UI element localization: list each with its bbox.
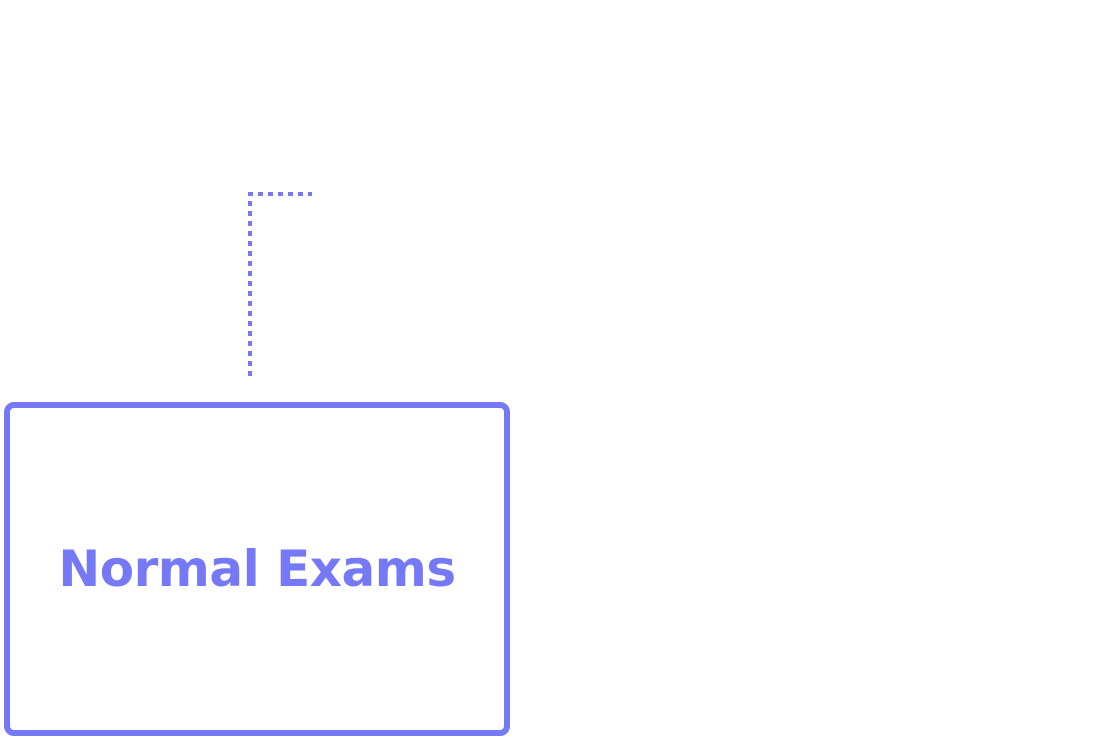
connector-line	[248, 192, 312, 376]
normal-exams-node: Normal Exams	[4, 402, 510, 736]
node-label: Normal Exams	[58, 540, 456, 598]
